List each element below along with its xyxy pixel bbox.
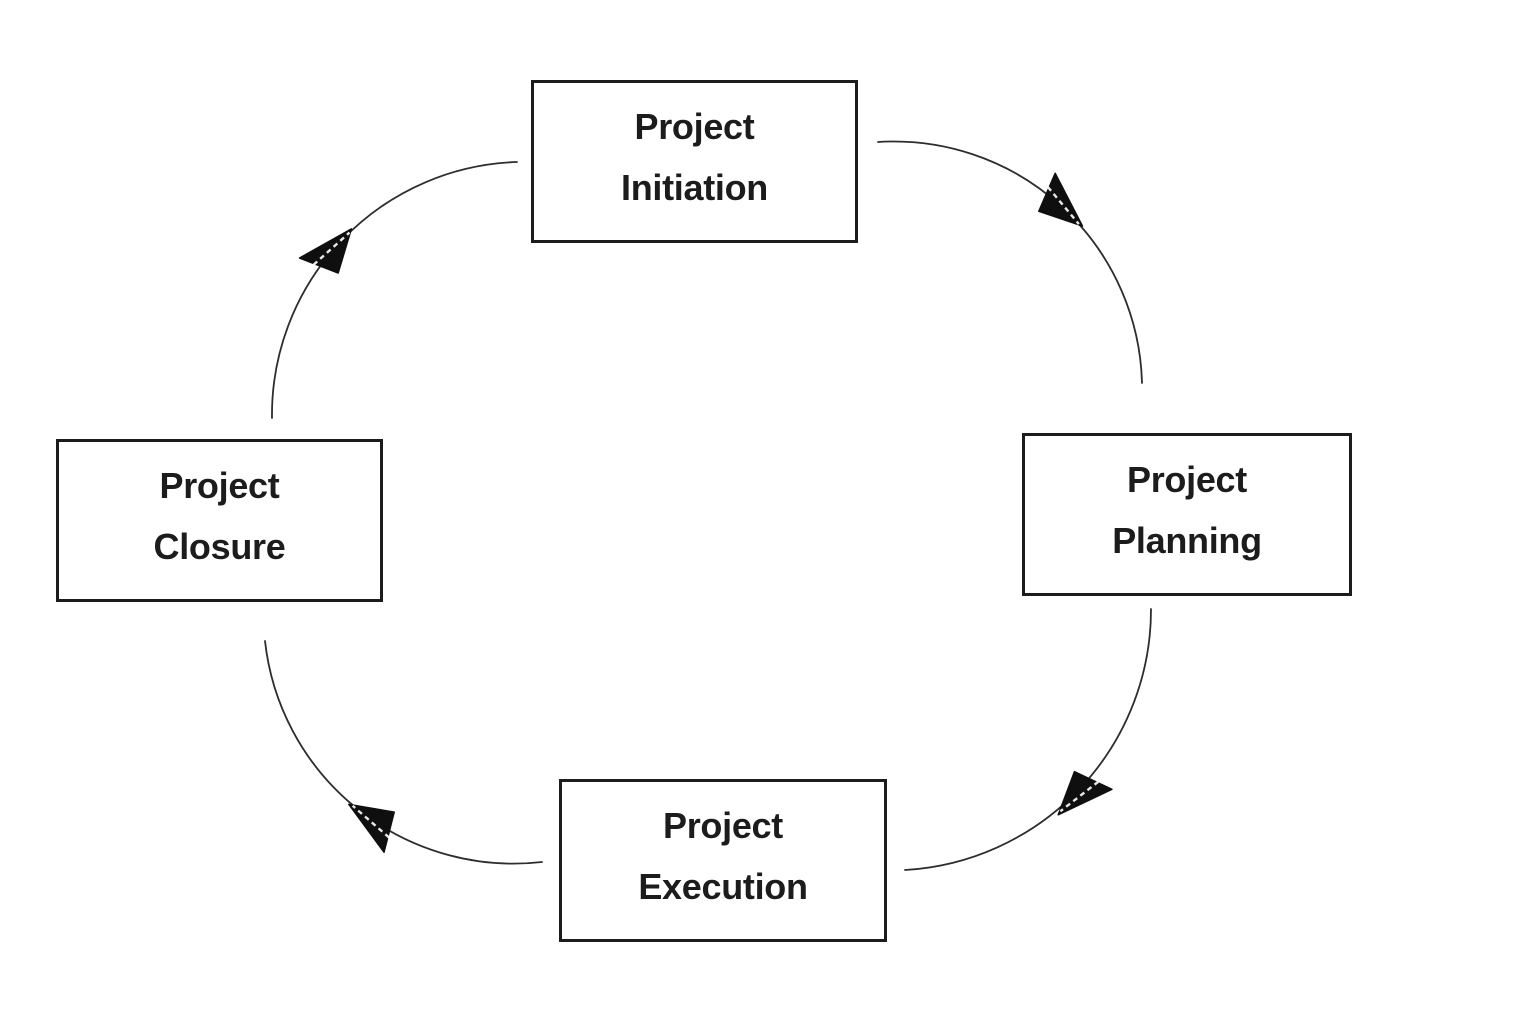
node-project-planning: Project Planning	[1022, 433, 1352, 596]
arrowhead-planning-to-execution-icon	[1057, 770, 1113, 816]
node-project-execution: Project Execution	[559, 779, 887, 942]
arc-planning-to-execution	[904, 608, 1152, 871]
node-project-initiation-label-line2: Initiation	[621, 167, 768, 208]
node-project-closure-label-line1: Project	[159, 465, 280, 506]
node-project-initiation: Project Initiation	[531, 80, 858, 243]
node-project-execution-label-line1: Project	[663, 805, 783, 846]
node-project-execution-label-line2: Execution	[638, 866, 808, 907]
arc-closure-to-initiation	[271, 161, 518, 419]
arrowhead-closure-to-initiation-icon	[298, 228, 353, 274]
arrowhead-execution-to-closure-icon	[348, 803, 395, 853]
arc-execution-to-closure	[264, 640, 543, 865]
arc-initiation-to-planning	[877, 140, 1143, 384]
node-project-initiation-label-line1: Project	[634, 106, 755, 147]
node-project-closure-label-line2: Closure	[153, 526, 286, 567]
arrowhead-initiation-to-planning-icon	[1038, 172, 1084, 227]
node-project-planning-label-line2: Planning	[1112, 520, 1262, 561]
node-project-planning-label-line1: Project	[1127, 459, 1247, 500]
node-project-closure: Project Closure	[56, 439, 383, 602]
